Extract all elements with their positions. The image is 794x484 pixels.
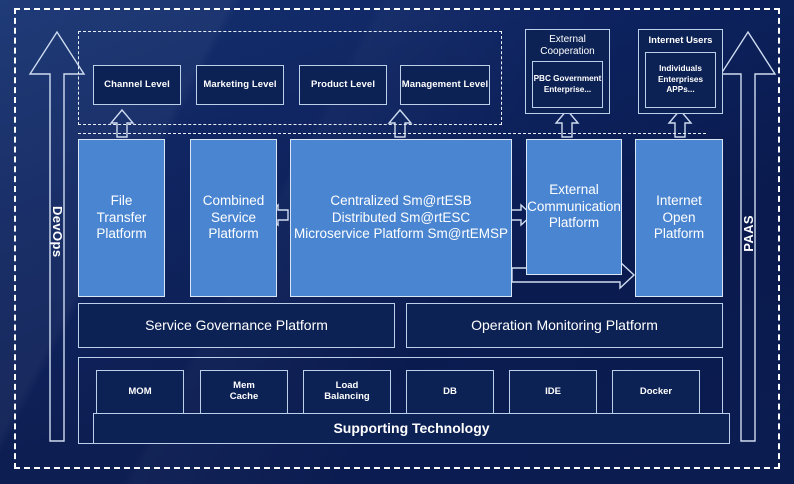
core-esb-line1: Centralized Sm@rtESB — [330, 193, 472, 209]
platform-internet-open[interactable]: Internet Open Platform — [635, 139, 723, 297]
business-levels-group — [78, 31, 502, 125]
external-cooperation-title-line2: Cooperation — [540, 45, 595, 57]
management-operation-monitoring[interactable]: Operation Monitoring Platform — [406, 303, 723, 348]
internet-open-line2: Open — [662, 209, 696, 225]
level-label-management: Management Level — [401, 78, 489, 90]
support-box-load-balancing[interactable]: Load Balancing — [303, 370, 391, 414]
service-governance-label: Service Governance Platform — [145, 317, 328, 334]
external-cooperation-inner-line2: Enterprise... — [543, 84, 592, 94]
level-label-marketing: Marketing Level — [203, 78, 277, 90]
support-mom-line1: MOM — [128, 385, 152, 397]
internet-users-title: Internet Users — [648, 35, 713, 46]
internet-users-inner-line2: Enterprises — [657, 74, 704, 84]
level-box-marketing[interactable]: Marketing Level — [196, 65, 284, 105]
core-esb-line3: Microservice Platform Sm@rtEMSP — [294, 226, 508, 242]
internet-users-inner-line1: Individuals — [659, 64, 702, 74]
platform-combined-service[interactable]: Combined Service Platform — [190, 139, 277, 297]
platform-external-communication[interactable]: External Communication Platform — [526, 139, 622, 275]
supporting-technology-label: Supporting Technology — [333, 420, 490, 437]
layer-separator-dashed — [78, 133, 706, 134]
level-label-channel: Channel Level — [104, 78, 170, 90]
support-box-ide[interactable]: IDE — [509, 370, 597, 414]
external-cooperation-inner-line1: PBC Government — [533, 74, 602, 84]
support-memcache-line1: Mem — [233, 380, 255, 392]
file-transfer-line3: Platform — [96, 226, 147, 242]
support-box-mem-cache[interactable]: Mem Cache — [200, 370, 288, 414]
internet-users-inner-line3: APPs... — [666, 85, 695, 95]
internet-users-inner-box: Individuals Enterprises APPs... — [645, 52, 716, 108]
level-box-product[interactable]: Product Level — [299, 65, 387, 105]
support-memcache-line2: Cache — [229, 391, 259, 402]
combined-service-line3: Platform — [208, 226, 259, 242]
devops-rail-label: DevOps — [50, 206, 65, 258]
platform-file-transfer[interactable]: File Transfer Platform — [78, 139, 165, 297]
management-service-governance[interactable]: Service Governance Platform — [78, 303, 395, 348]
file-transfer-line1: File — [110, 193, 133, 209]
support-box-mom[interactable]: MOM — [96, 370, 184, 414]
file-transfer-line2: Transfer — [96, 209, 147, 225]
external-communication-line1: External — [549, 182, 599, 198]
support-loadbalancing-line1: Load — [335, 380, 359, 392]
operation-monitoring-label: Operation Monitoring Platform — [471, 317, 658, 334]
internet-open-line3: Platform — [653, 226, 705, 242]
outer-boundary — [14, 8, 780, 469]
support-ide-line1: IDE — [545, 385, 561, 397]
support-docker-line1: Docker — [639, 385, 673, 397]
level-label-product: Product Level — [310, 78, 376, 90]
external-cooperation-title-line1: External — [549, 34, 586, 45]
combined-service-line2: Service — [210, 209, 256, 225]
support-loadbalancing-line2: Balancing — [324, 391, 370, 402]
external-communication-line3: Platform — [548, 215, 600, 231]
platform-core-esb[interactable]: Centralized Sm@rtESB Distributed Sm@rtES… — [290, 139, 512, 297]
support-db-line1: DB — [443, 385, 457, 397]
external-cooperation-inner-box: PBC Government Enterprise... — [532, 61, 603, 108]
combined-service-line1: Combined — [202, 193, 265, 209]
support-box-db[interactable]: DB — [406, 370, 494, 414]
level-box-channel[interactable]: Channel Level — [93, 65, 181, 105]
level-box-management[interactable]: Management Level — [400, 65, 490, 105]
supporting-technology-banner[interactable]: Supporting Technology — [93, 413, 730, 444]
internet-open-line1: Internet — [656, 193, 702, 209]
external-communication-line2: Communication — [527, 198, 621, 214]
paas-rail-label: PAAS — [741, 215, 756, 252]
support-box-docker[interactable]: Docker — [612, 370, 700, 414]
core-esb-line2: Distributed Sm@rtESC — [331, 209, 471, 225]
